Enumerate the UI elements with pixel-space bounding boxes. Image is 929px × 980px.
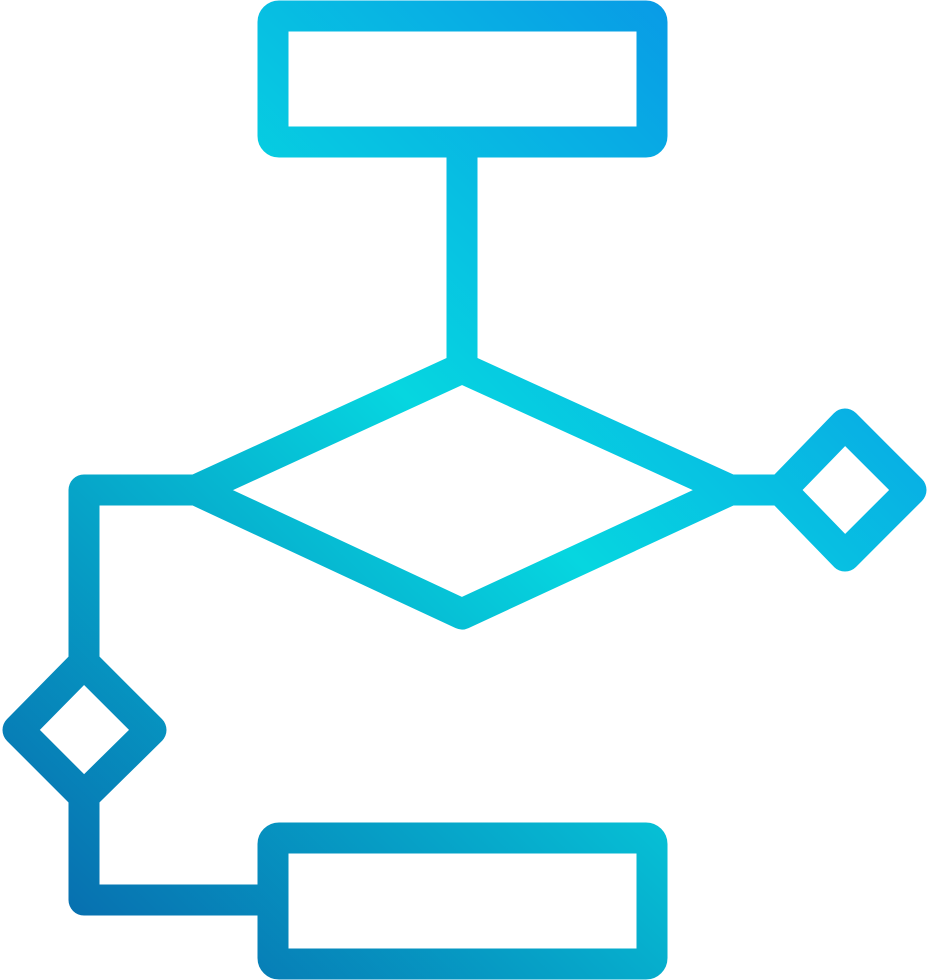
bottom-process-box: [257, 822, 668, 980]
center-decision-diamond: [180, 352, 746, 630]
left-connector-line: [68, 474, 212, 679]
bottom-connector-line: [68, 780, 289, 916]
top-process-box: [257, 0, 668, 158]
left-decision-diamond: [2, 647, 167, 812]
right-decision-diamond: [765, 408, 927, 572]
